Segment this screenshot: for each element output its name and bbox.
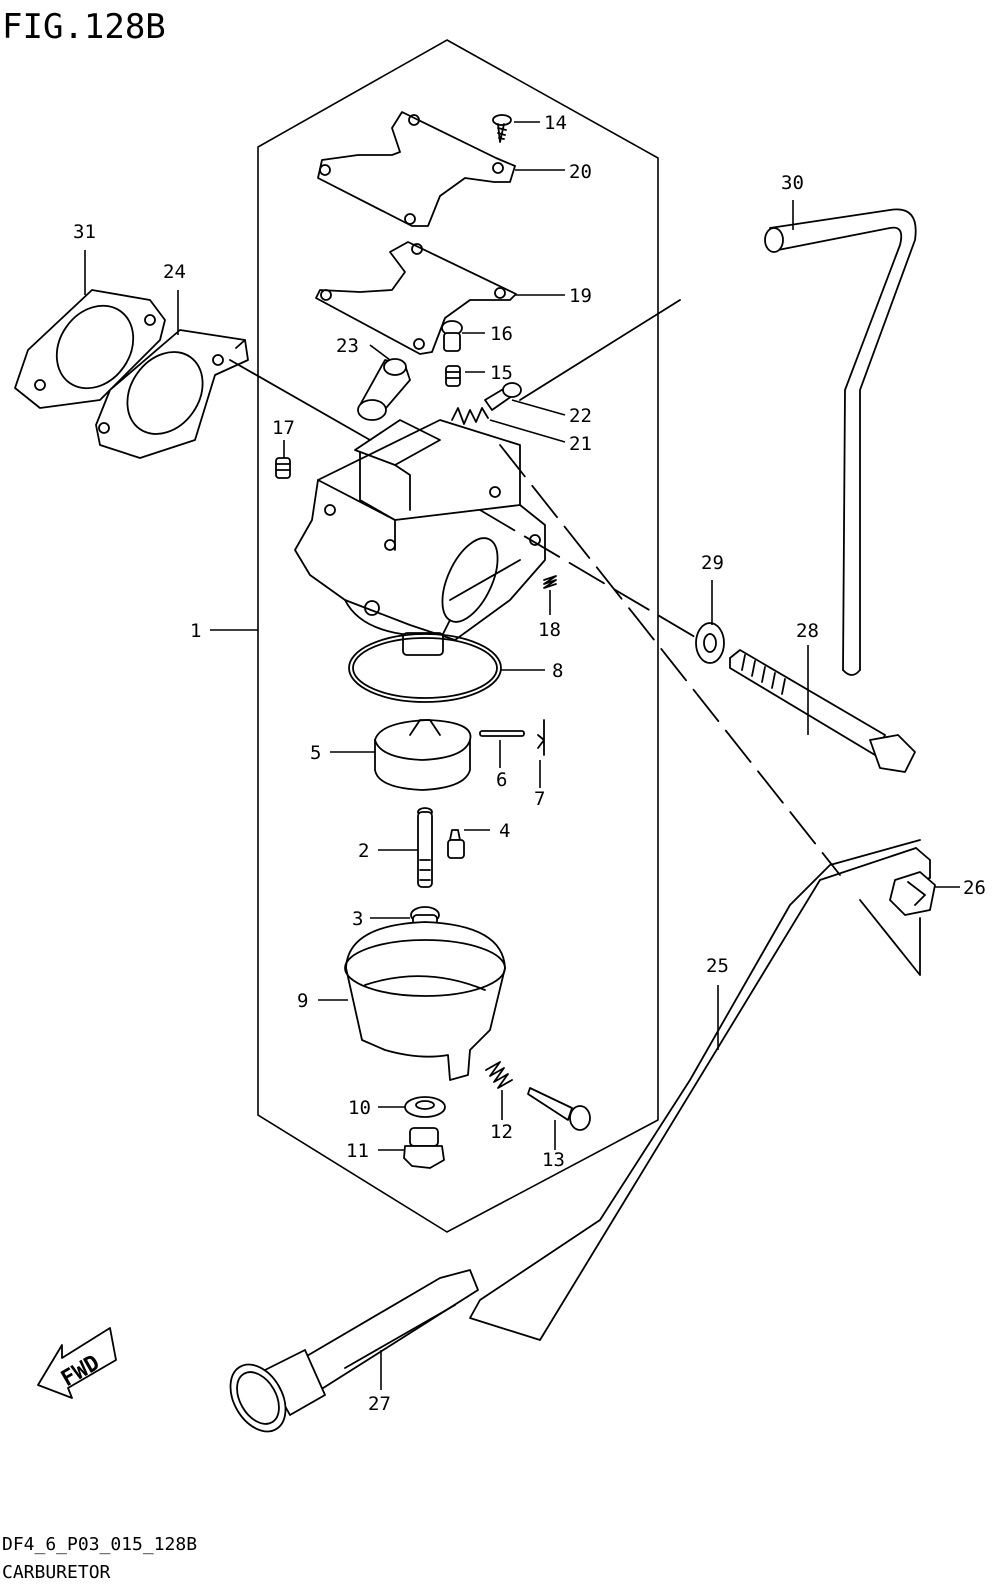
callout-9: 9 <box>297 990 308 1012</box>
callout-labels: 1 2 3 4 5 6 7 8 9 10 11 12 13 14 15 16 1… <box>73 112 986 1415</box>
leader-lines <box>84 121 960 1390</box>
callout-6: 6 <box>496 769 507 791</box>
callout-2: 2 <box>358 840 369 862</box>
choke-knob-27 <box>229 1269 479 1433</box>
diagram-name: CARBURETOR <box>2 1562 111 1583</box>
drain-bolt-11 <box>403 1127 445 1169</box>
link-rod-25 <box>469 839 931 1341</box>
choke-lever-23 <box>357 358 411 421</box>
float-5 <box>374 719 472 791</box>
callout-27: 27 <box>368 1393 391 1415</box>
callout-25: 25 <box>706 955 729 977</box>
fuel-hose-30 <box>764 208 917 676</box>
callout-29: 29 <box>701 552 724 574</box>
screw-14 <box>492 114 512 143</box>
callout-8: 8 <box>552 660 563 682</box>
carburetor-body <box>294 419 546 656</box>
clip-26 <box>889 871 936 916</box>
callout-5: 5 <box>310 742 321 764</box>
bolt-28 <box>729 649 916 773</box>
callout-16: 16 <box>490 323 513 345</box>
reference-line-3 <box>229 299 681 441</box>
callout-28: 28 <box>796 620 819 642</box>
callout-4: 4 <box>499 820 510 842</box>
washer-29 <box>695 622 725 664</box>
callout-7: 7 <box>534 788 545 810</box>
gasket-31 <box>14 289 166 409</box>
diagram-code: DF4_6_P03_015_128B <box>2 1534 197 1555</box>
float-bowl-9 <box>344 921 506 1081</box>
assembly-boundary <box>257 39 659 1233</box>
float-pin-6 <box>479 730 525 737</box>
main-jet-2 <box>417 807 433 888</box>
callout-11: 11 <box>346 1140 369 1162</box>
gasket-24 <box>95 329 249 459</box>
callout-23: 23 <box>336 335 359 357</box>
figure-title: FIG.128B <box>2 7 166 47</box>
plug-17 <box>275 457 291 479</box>
o-ring-8-inner <box>352 637 498 699</box>
callout-22: 22 <box>569 405 592 427</box>
callout-10: 10 <box>348 1097 371 1119</box>
clip-7 <box>537 719 545 756</box>
spring-21 <box>451 407 489 425</box>
callout-21: 21 <box>569 433 592 455</box>
callout-19: 19 <box>569 285 592 307</box>
plug-15 <box>445 365 461 387</box>
callout-15: 15 <box>490 362 513 384</box>
callout-26: 26 <box>963 877 986 899</box>
callout-12: 12 <box>490 1121 513 1143</box>
gasket-10-inner <box>415 1100 435 1110</box>
spring-18 <box>543 575 557 589</box>
forward-direction-arrow: FWD <box>37 1327 117 1399</box>
callout-24: 24 <box>163 261 186 283</box>
screw-13 <box>527 1087 591 1131</box>
callout-3: 3 <box>352 908 363 930</box>
gasket-20 <box>317 111 516 227</box>
callout-1: 1 <box>190 620 201 642</box>
screw-22 <box>484 382 522 411</box>
callout-18: 18 <box>538 619 561 641</box>
gasket-10 <box>404 1096 446 1118</box>
reference-line-2 <box>859 899 921 976</box>
o-ring-8 <box>348 633 502 703</box>
callout-31: 31 <box>73 221 96 243</box>
callout-30: 30 <box>781 172 804 194</box>
callout-14: 14 <box>544 112 567 134</box>
reference-line-1 <box>479 444 841 876</box>
screw-16 <box>441 320 463 352</box>
spring-12 <box>485 1061 513 1089</box>
callout-20: 20 <box>569 161 592 183</box>
needle-valve-4 <box>447 829 465 859</box>
callout-17: 17 <box>272 417 295 439</box>
callout-13: 13 <box>542 1149 565 1171</box>
